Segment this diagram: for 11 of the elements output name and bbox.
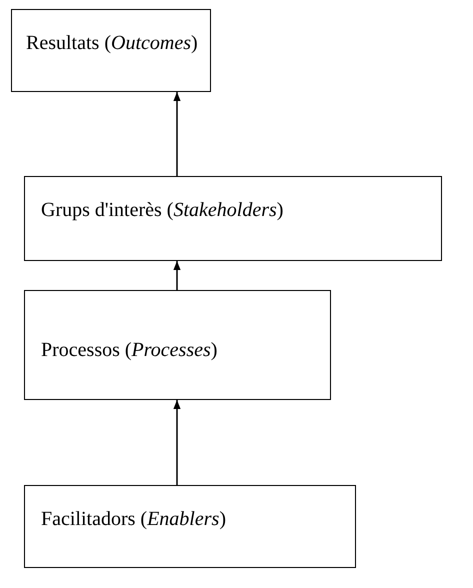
process-box	[24, 485, 356, 568]
box-label: Grups d'interès (Stakeholders)	[41, 199, 284, 222]
process-box	[24, 176, 442, 261]
box-label: Processos (Processes)	[41, 339, 218, 362]
process-box	[24, 290, 331, 400]
box-label: Resultats (Outcomes)	[26, 32, 198, 55]
arrow	[173, 92, 181, 176]
arrow	[173, 261, 181, 290]
box-label: Facilitadors (Enablers)	[41, 508, 226, 531]
arrow	[173, 400, 181, 485]
process-box	[11, 9, 211, 92]
